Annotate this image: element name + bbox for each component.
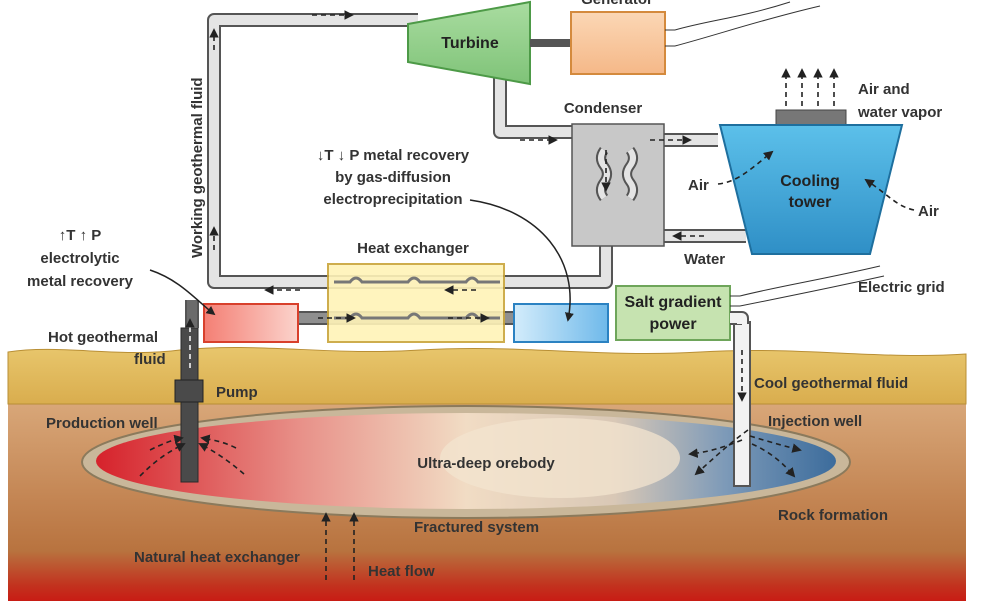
- air-in-label-right: Air: [918, 203, 939, 220]
- grid-wires: [730, 265, 885, 307]
- cooling-tower-label-2: tower: [789, 194, 832, 211]
- cooling-tower: Cooling tower: [718, 109, 904, 255]
- hot-fluid-label-2: fluid: [134, 351, 166, 368]
- gde-recovery-unit: [513, 303, 609, 343]
- injection-well-label: Injection well: [768, 413, 862, 430]
- tower-fan-housing: [775, 109, 847, 127]
- air-in-arrow-left: [717, 150, 774, 185]
- turbine-shaft: [530, 39, 572, 47]
- pump-label: Pump: [216, 384, 258, 401]
- injection-well-pipe: [733, 321, 751, 487]
- air-vapor-label-1: Air and: [858, 81, 910, 98]
- cooling-tower-label-1: Cooling: [780, 173, 840, 190]
- working-fluid-label: Working geothermal fluid: [189, 77, 206, 258]
- gde-callout-line: [469, 199, 574, 322]
- condenser: Condenser: [564, 100, 665, 247]
- topsoil-layer: [7, 346, 967, 405]
- air-vapor-label-2: water vapor: [857, 104, 942, 121]
- heat-exchanger-label: Heat exchanger: [357, 240, 469, 257]
- hot-fluid-label-1: Hot geothermal: [48, 329, 158, 346]
- electrolytic-label-2: electrolytic: [40, 250, 119, 267]
- electrolytic-recovery-unit: [203, 303, 299, 343]
- production-well-label: Production well: [46, 415, 158, 432]
- production-well-pipe: [180, 327, 199, 483]
- gde-label-1: ↓T ↓ P metal recovery: [317, 147, 470, 164]
- orebody: [81, 405, 851, 519]
- heat-flow-label: Heat flow: [368, 563, 435, 580]
- fractured-system-label: Fractured system: [414, 519, 539, 536]
- gde-label-2: by gas-diffusion: [335, 169, 451, 186]
- generator-label: Generator: [581, 0, 653, 8]
- salt-gradient-power: Salt gradient power: [615, 285, 731, 341]
- generator-wires: [665, 1, 821, 47]
- pump-body: [174, 379, 204, 403]
- electrolytic-callout-line: [149, 269, 216, 316]
- turbine-label: Turbine: [441, 35, 499, 52]
- generator: Generator: [570, 0, 666, 75]
- air-in-arrow-right: [864, 178, 915, 211]
- rock-formation-label: Rock formation: [778, 507, 888, 524]
- salt-gradient-label-1: Salt gradient: [625, 294, 723, 311]
- flow-arrows: [139, 10, 802, 580]
- cool-fluid-label: Cool geothermal fluid: [754, 375, 908, 392]
- condenser-label: Condenser: [564, 100, 643, 117]
- electrolytic-label-3: metal recovery: [27, 273, 134, 290]
- electrolytic-label-1: ↑T ↑ P: [59, 227, 102, 244]
- water-label: Water: [684, 251, 725, 268]
- air-in-label-left: Air: [688, 177, 709, 194]
- orebody-core: [440, 418, 680, 498]
- orebody-label: Ultra-deep orebody: [417, 455, 555, 472]
- turbine: Turbine: [407, 0, 531, 86]
- natural-heat-exchanger-label: Natural heat exchanger: [134, 549, 300, 566]
- electric-grid-label: Electric grid: [858, 279, 945, 296]
- salt-gradient-label-2: power: [649, 316, 696, 333]
- gde-label-3: electroprecipitation: [323, 191, 462, 208]
- heat-exchanger: Heat exchanger: [327, 240, 505, 343]
- vapor-arrows: [781, 68, 839, 106]
